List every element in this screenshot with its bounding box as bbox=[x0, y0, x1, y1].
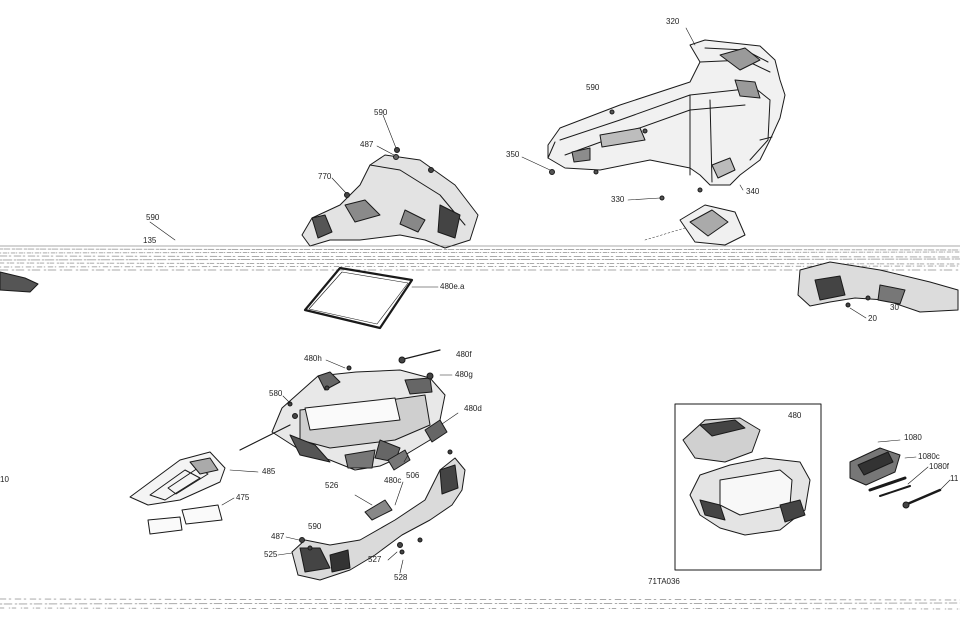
part-label-475: 475 bbox=[236, 493, 250, 502]
part-label-525: 525 bbox=[264, 550, 278, 559]
bumper-part bbox=[291, 457, 466, 581]
part-label-526: 526 bbox=[325, 481, 339, 490]
rear-rack-part bbox=[547, 39, 786, 186]
part-label-590: 590 bbox=[308, 522, 322, 531]
part-label-528: 528 bbox=[394, 573, 408, 582]
part-label-590: 590 bbox=[374, 108, 388, 117]
part-label-320: 320 bbox=[666, 17, 680, 26]
part-label-480d: 480d bbox=[464, 404, 482, 413]
part-label-770: 770 bbox=[318, 172, 332, 181]
kit-480-illustration bbox=[682, 417, 811, 536]
part-label-506: 506 bbox=[406, 471, 420, 480]
kit-480-box bbox=[674, 403, 822, 571]
scan-noise-band bbox=[0, 245, 960, 610]
tool-kit-part bbox=[849, 447, 942, 509]
side-fender-part bbox=[301, 154, 479, 249]
left-fender-fragment bbox=[0, 271, 39, 293]
part-label-480c: 480c bbox=[384, 476, 402, 485]
part-label-480: 480 bbox=[788, 411, 802, 420]
part-label-30: 30 bbox=[890, 303, 899, 312]
part-label-590: 590 bbox=[146, 213, 160, 222]
part-label-350: 350 bbox=[506, 150, 520, 159]
part-label-340: 340 bbox=[746, 187, 760, 196]
part-label-487: 487 bbox=[360, 140, 374, 149]
part-label-480f: 480f bbox=[456, 350, 472, 359]
part-label-480g: 480g bbox=[455, 370, 473, 379]
drawing-reference-code: 71TA036 bbox=[648, 577, 680, 586]
part-label-1080: 1080 bbox=[904, 433, 922, 442]
part-label-485: 485 bbox=[262, 467, 276, 476]
part-label-11: 11 bbox=[950, 474, 959, 483]
pad-part bbox=[181, 504, 223, 525]
storage-lid-part bbox=[644, 204, 746, 246]
storage-box-part bbox=[271, 369, 446, 471]
part-label-480h: 480h bbox=[304, 354, 322, 363]
storage-mat-part bbox=[129, 451, 226, 506]
part-label-590: 590 bbox=[586, 83, 600, 92]
part-label-330: 330 bbox=[611, 195, 625, 204]
gasket-part bbox=[303, 266, 414, 330]
part-label-580: 580 bbox=[269, 389, 283, 398]
part-label-20: 20 bbox=[868, 314, 877, 323]
part-label-1080f: 1080f bbox=[929, 462, 950, 471]
right-fender-part bbox=[797, 261, 959, 313]
part-label-1080c: 1080c bbox=[918, 452, 940, 461]
part-label-527: 527 bbox=[368, 555, 382, 564]
part-label-480ea: 480e.a bbox=[440, 282, 465, 291]
part-label-135: 135 bbox=[143, 236, 157, 245]
part-label-10: 10 bbox=[0, 475, 9, 484]
part-label-487: 487 bbox=[271, 532, 285, 541]
